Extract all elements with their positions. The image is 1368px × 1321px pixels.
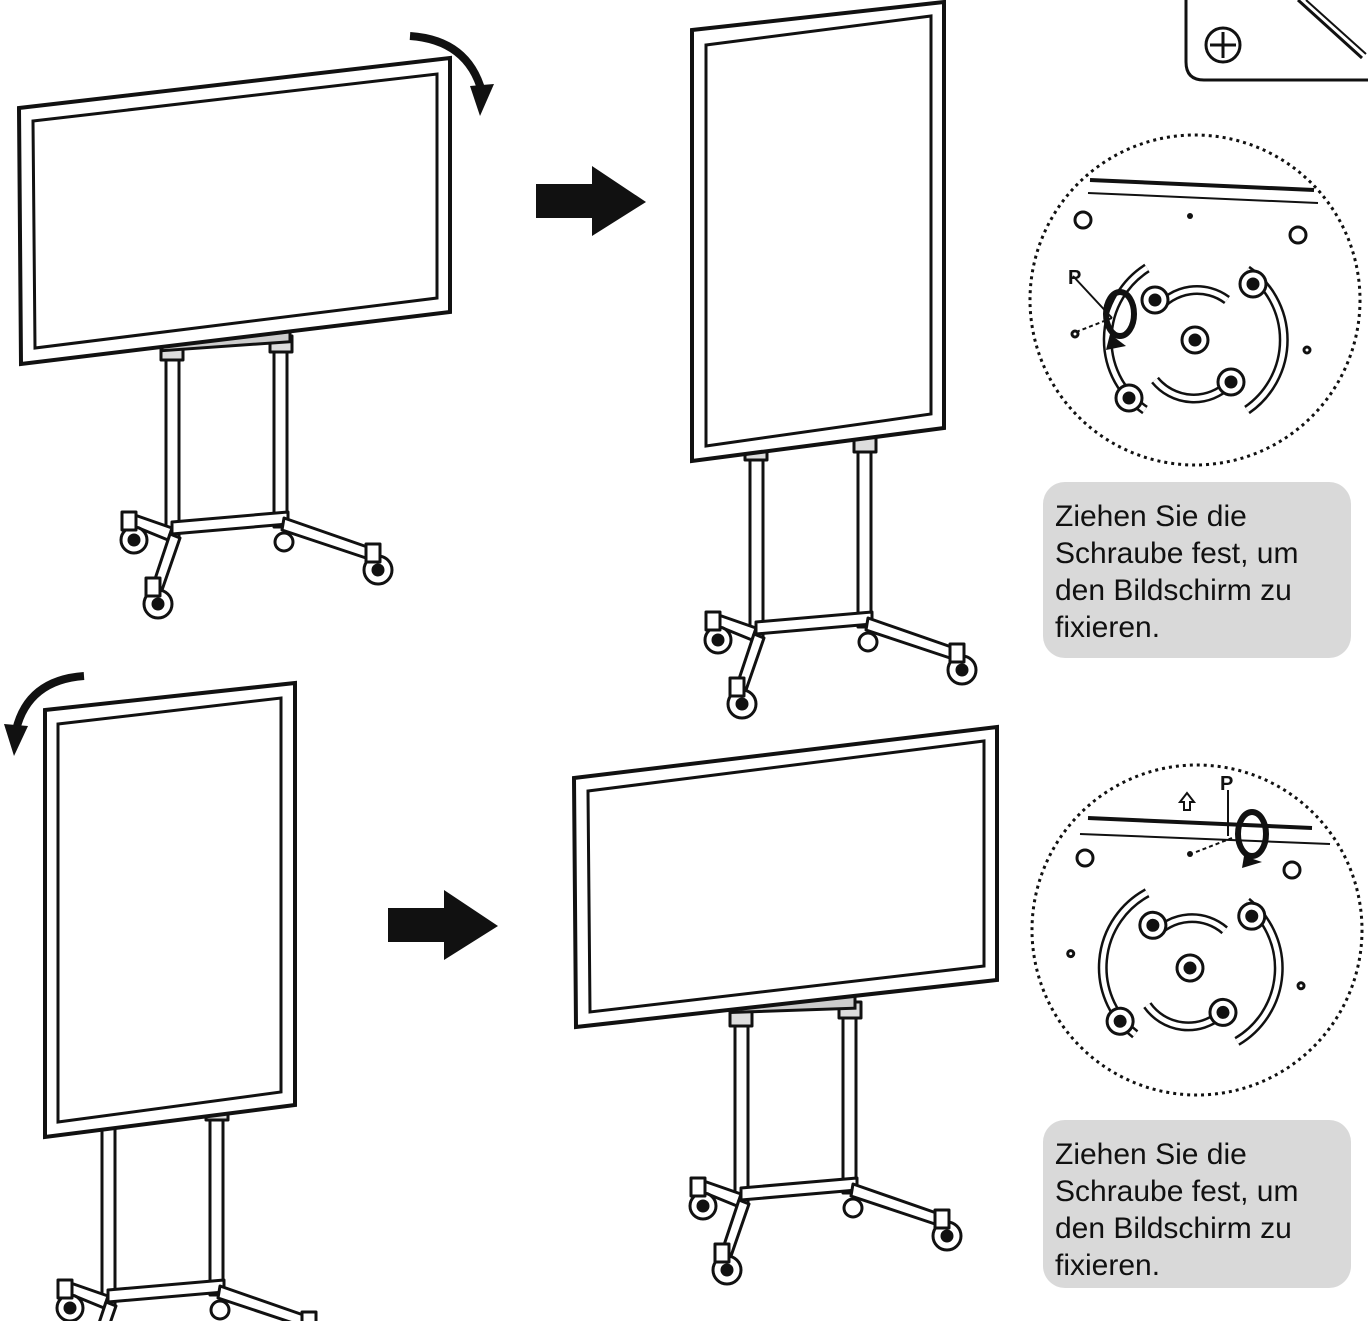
screw-detail-top: P	[1028, 133, 1362, 467]
instruction-line: den Bildschirm zu	[1055, 574, 1292, 607]
up-arrow-icon	[1177, 791, 1197, 811]
instruction-line: den Bildschirm zu	[1055, 1212, 1292, 1245]
right-arrow-icon	[536, 166, 646, 236]
instruction-callout-bottom: Ziehen Sie die Schraube fest, um den Bil…	[1043, 1120, 1351, 1288]
screw-detail-bottom: P	[1030, 763, 1364, 1097]
right-arrow-icon	[388, 890, 498, 960]
screw-rotation-icon	[1103, 289, 1137, 350]
rotate-counterclockwise-arrow-icon	[4, 672, 85, 756]
screw-label-top: P	[1068, 267, 1081, 289]
screw-label-bottom: P	[1220, 773, 1233, 795]
portrait-display	[690, 0, 978, 720]
instruction-line: Schraube fest, um	[1055, 537, 1299, 570]
landscape-display	[571, 724, 999, 1286]
instruction-line: Ziehen Sie die	[1055, 1138, 1247, 1171]
instruction-line: fixieren.	[1055, 1249, 1161, 1282]
landscape-display-rotating	[16, 55, 452, 620]
instruction-callout-top: Ziehen Sie die Schraube fest, um den Bil…	[1043, 482, 1351, 658]
portrait-display-rotating	[43, 680, 330, 1321]
instruction-line: Schraube fest, um	[1055, 1175, 1299, 1208]
rotate-clockwise-arrow-icon	[409, 32, 494, 116]
phillips-screwdriver-icon	[1184, 0, 1368, 82]
instruction-line: fixieren.	[1055, 611, 1161, 644]
screw-rotation-icon	[1235, 809, 1269, 868]
instruction-line: Ziehen Sie die	[1055, 500, 1247, 533]
